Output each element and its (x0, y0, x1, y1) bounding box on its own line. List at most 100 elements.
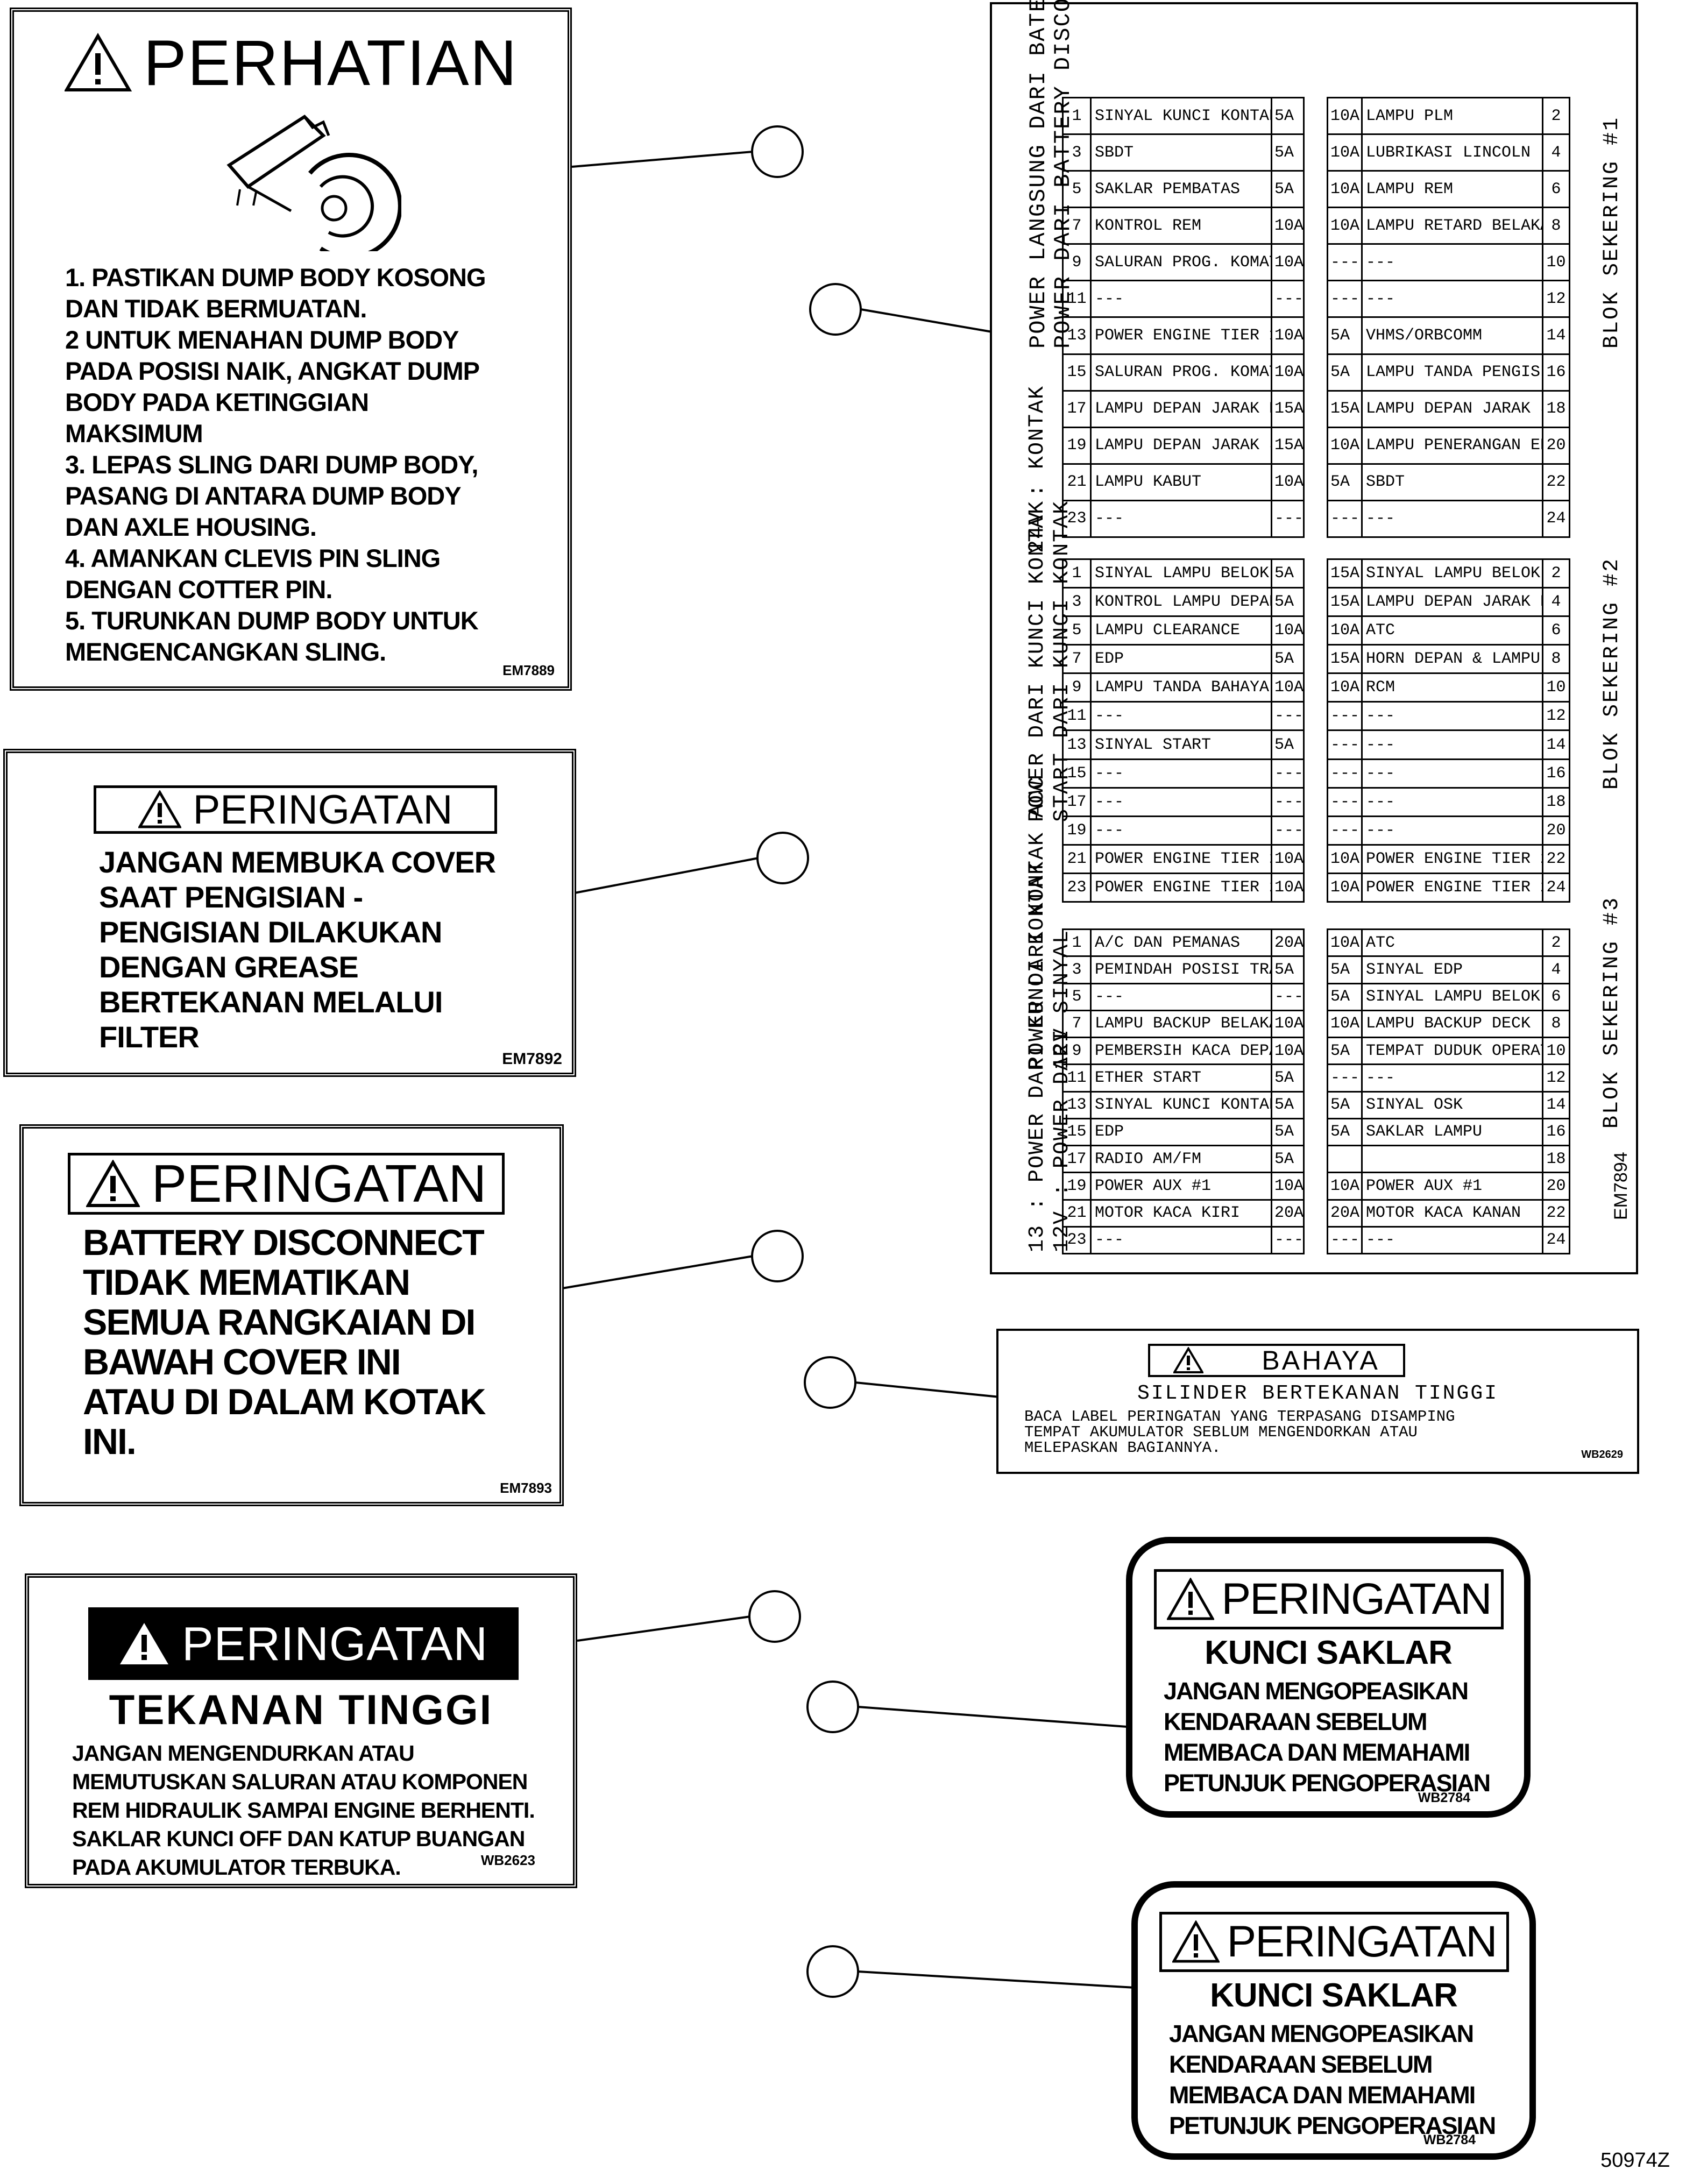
fuse-number-left: 5 (1062, 982, 1092, 1011)
fuse-circuit-right: LAMPU TANDA PENGISIAN GREASE (1361, 353, 1543, 392)
fuse-circuit-left: SINYAL START (1090, 729, 1272, 760)
fuse-number-right: 22 (1542, 463, 1570, 501)
fuse-circuit-left: SBDT (1090, 133, 1272, 172)
callout-circle (751, 125, 804, 178)
fuse-circuit-right: MOTOR KACA KANAN (1361, 1199, 1543, 1228)
fuse-number-right: 6 (1542, 982, 1570, 1011)
fuse-circuit-right: POWER AUX #1 (1361, 1172, 1543, 1201)
fuse-divider (1303, 1037, 1328, 1065)
fuse-row: 11------------12 (1062, 280, 1570, 318)
fuse-circuit-left: --- (1090, 280, 1272, 318)
fuse-rating-right: --- (1327, 1225, 1363, 1255)
fuse-number-left: 21 (1062, 843, 1092, 874)
fuse-circuit-right: LUBRIKASI LINCOLN (1361, 133, 1543, 172)
fuse-number-left: 15 (1062, 353, 1092, 392)
callout-circle (748, 1590, 801, 1643)
fuse-circuit-right: POWER ENGINE TIER 2 (1361, 872, 1543, 903)
fuse-number-right: 20 (1542, 426, 1570, 465)
fuse-number-right: 18 (1542, 1144, 1570, 1174)
fuse-number-left: 19 (1062, 426, 1092, 465)
fuse-number-left: 13 (1062, 1090, 1092, 1119)
fuse-rating-right: 15A (1327, 389, 1363, 428)
fuse-divider (1303, 207, 1328, 244)
fuse-number-left: 7 (1062, 207, 1092, 245)
fuse-circuit-left: MOTOR KACA KIRI (1090, 1199, 1272, 1228)
fuse-number-left: 15 (1062, 1117, 1092, 1147)
battery-disconnect-header: PERINGATAN (68, 1153, 505, 1215)
fuse-rating-left: --- (1271, 1225, 1305, 1255)
key-switch-message-1: JANGAN MENGOPEASIKAN KENDARAAN SEBELUM M… (1164, 1677, 1491, 1797)
fuse-number-left: 9 (1062, 672, 1092, 703)
fuse-rating-right: 10A (1327, 1009, 1363, 1039)
fuse-circuit-right: LAMPU PLM (1361, 96, 1543, 136)
fuse-circuit-left: SINYAL KUNCI KONTAK (1090, 96, 1272, 136)
fuse-number-right: 4 (1542, 133, 1570, 172)
fuse-circuit-right: LAMPU DEPAN JARAK JAUH POSISI LUAR (1361, 389, 1543, 428)
fuse-rating-left: 10A (1271, 1172, 1305, 1201)
fuse-rating-left: 5A (1271, 96, 1305, 136)
fuse-circuit-left: LAMPU KABUT (1090, 463, 1272, 501)
warning-triangle-icon (138, 790, 181, 828)
fuse-rating-right: --- (1327, 1063, 1363, 1093)
fuse-number-right: 4 (1542, 587, 1570, 618)
fuse-number-left: 7 (1062, 644, 1092, 675)
fuse-divider (1303, 587, 1328, 616)
fuse-number-left: 19 (1062, 815, 1092, 846)
fuse-number-left: 15 (1062, 758, 1092, 789)
fuse-rating-left: 5A (1271, 587, 1305, 618)
key-switch-code-1: WB2784 (1418, 1790, 1470, 1805)
key-switch-decal-2: PERINGATAN KUNCI SAKLAR JANGAN MENGOPEAS… (1131, 1881, 1536, 2160)
fuse-number-left: 17 (1062, 786, 1092, 817)
fuse-divider (1303, 788, 1328, 817)
fuse-circuit-right: SINYAL EDP (1361, 955, 1543, 984)
fuse-divider (1303, 816, 1328, 845)
leader-line (571, 151, 754, 168)
fuse-divider (1303, 929, 1328, 956)
fuse-circuit-left: --- (1090, 982, 1272, 1011)
fuse-rating-right: 10A (1327, 872, 1363, 903)
fuse-rating-right: 10A (1327, 615, 1363, 646)
fuse-rating-left: --- (1271, 701, 1305, 732)
fuse-number-left: 7 (1062, 1009, 1092, 1039)
fuse-circuit-right: TEMPAT DUDUK OPERATOR (1361, 1036, 1543, 1066)
fuse-rating-right: 10A (1327, 843, 1363, 874)
perhatian-title: PERHATIAN (143, 27, 518, 99)
fuse-circuit-right: --- (1361, 758, 1543, 789)
fuse-circuit-left: SAKLAR PEMBATAS (1090, 170, 1272, 209)
fuse-number-left: 1 (1062, 96, 1092, 136)
fuse-divider (1303, 730, 1328, 760)
fuse-circuit-left: LAMPU TANDA BAHAYA (1090, 672, 1272, 703)
fuse-block-2-name: BLOK SEKERING #2 (1600, 557, 1624, 790)
fuse-number-left: 5 (1062, 615, 1092, 646)
fuse-circuit-left: PEMINDAH POSISI TRANSMISI (1090, 955, 1272, 984)
fuse-number-left: 13 (1062, 729, 1092, 760)
leader-line (858, 1970, 1136, 1989)
warning-triangle-icon (1172, 1920, 1220, 1963)
fuse-number-left: 13 (1062, 316, 1092, 355)
callout-circle (806, 1680, 859, 1733)
fuse-number-left: 1 (1062, 928, 1092, 958)
fuse-rating-left: 15A (1271, 389, 1305, 428)
fuse-rating-left: 10A (1271, 1036, 1305, 1066)
fuse-circuit-right: LAMPU PENERANGAN ENGINE (1361, 426, 1543, 465)
fuse-circuit-right: --- (1361, 243, 1543, 282)
fuse-divider (1303, 391, 1328, 428)
fuse-row: 23------------24 (1062, 1225, 1570, 1255)
cover-grease-header: PERINGATAN (94, 785, 497, 834)
callout-circle (806, 1945, 859, 1998)
fuse-circuit-right: SINYAL LAMPU BELOK (1361, 982, 1543, 1011)
fuse-number-left: 11 (1062, 701, 1092, 732)
fuse-circuit-right: --- (1361, 701, 1543, 732)
fuse-circuit-right: SBDT (1361, 463, 1543, 501)
fuse-number-right: 18 (1542, 786, 1570, 817)
